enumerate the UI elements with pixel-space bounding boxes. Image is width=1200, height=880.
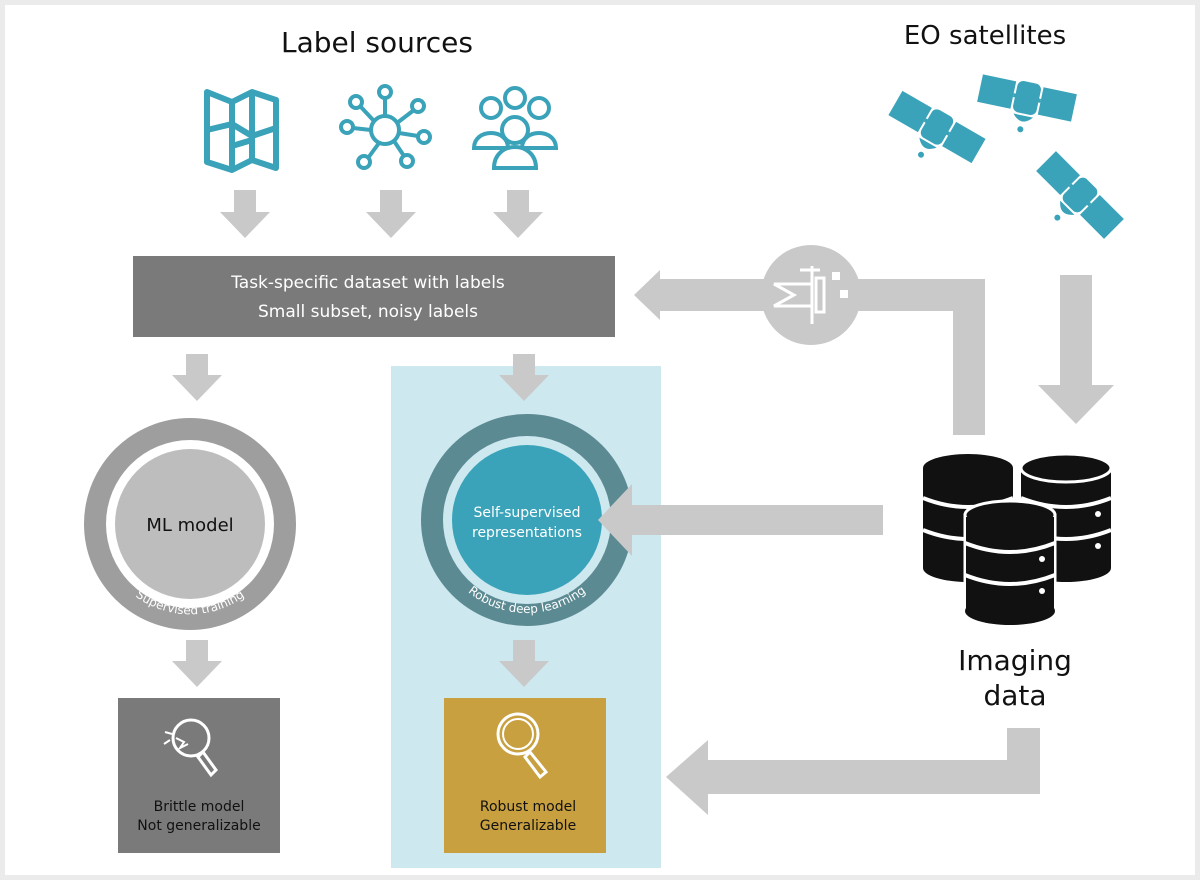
self-supervised-line2: representations [472,525,582,541]
people-group-icon [471,86,559,170]
diagram-svg: Label sources EO satellites [84,21,1195,868]
ml-model-label: ML model [146,515,233,536]
ml-model-circle [115,449,265,599]
brittle-line1: Brittle model [154,799,245,815]
arrow-down-map [220,190,270,238]
arrow-down-people [493,190,543,238]
robust-line2: Generalizable [480,818,576,834]
map-icon [204,89,279,173]
brittle-line2: Not generalizable [137,818,260,834]
robust-line1: Robust model [480,799,576,815]
dataset-line1: Task-specific dataset with labels [230,273,505,293]
eo-satellites-title: EO satellites [904,21,1066,51]
arrow-imaging-to-robust [666,728,1040,815]
broken-magnifier-icon [163,718,218,778]
filter-arrow [634,245,985,435]
self-supervised-circle [452,445,602,595]
magnifier-icon [496,712,549,780]
brittle-model-box [118,698,280,853]
arrow-down-center-model [499,354,549,401]
arrow-down-brittle [172,640,222,687]
robust-model-box [444,698,606,853]
diagram-canvas: Label sources EO satellites [5,5,1195,875]
satellite-icon [875,70,1125,253]
label-sources-title: Label sources [281,26,473,59]
arrow-down-satellites [1038,275,1114,424]
imaging-label-line1: Imaging [958,644,1072,677]
imaging-label-line2: data [983,679,1046,712]
arrow-imaging-to-model [598,484,883,556]
dataset-box [133,256,615,337]
database-icon [922,452,1113,625]
filter-icon [773,266,848,324]
arrow-down-robust [499,640,549,687]
arrow-down-network [366,190,416,238]
arrow-down-left-model [172,354,222,401]
dataset-line2: Small subset, noisy labels [258,302,478,322]
self-supervised-line1: Self-supervised [474,505,581,521]
network-icon [339,84,432,170]
label-arrows [220,190,543,238]
